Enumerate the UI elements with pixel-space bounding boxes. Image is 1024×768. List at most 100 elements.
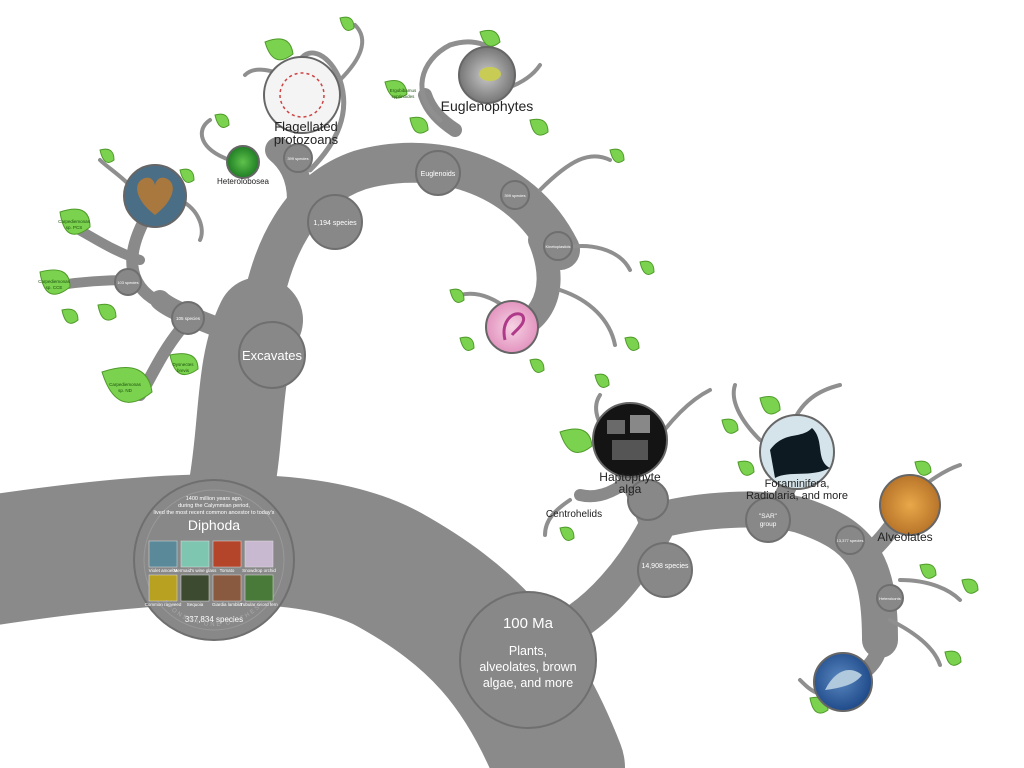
leaf xyxy=(384,80,408,99)
leaf xyxy=(61,308,79,324)
root-intro-3: lived the most recent common ancestor to… xyxy=(154,510,275,516)
leaf xyxy=(559,526,575,541)
leaf-label: sp. ND xyxy=(118,388,133,393)
heart-shape-icon xyxy=(137,177,173,215)
euglenophytes-label: Euglenophytes xyxy=(441,98,534,114)
root-thumbnail[interactable] xyxy=(212,540,242,568)
node-alveolate-count: 13,377 species xyxy=(837,538,864,543)
photo-heterolobosea xyxy=(226,145,260,179)
leaf-label: Carpediemonas xyxy=(109,382,142,387)
leaf xyxy=(97,303,117,321)
root-thumbnail-label: Violet amoeba xyxy=(149,568,178,573)
leaf-label: brevis xyxy=(177,368,190,373)
haptophyte-species-count: 14,908 species xyxy=(641,563,689,570)
root-species-count: 337,834 species xyxy=(185,615,243,624)
leaf xyxy=(99,148,115,163)
root-thumbnail-label: Giardia lamblia xyxy=(212,602,243,607)
leaf xyxy=(169,353,199,376)
foraminifera-line-1: Foraminifera, xyxy=(765,478,830,490)
leaf-label: Carpediemonas xyxy=(58,219,91,224)
trichomonas-shape xyxy=(502,312,526,341)
node-kinetoplastids: Kinetoplastids xyxy=(546,244,571,249)
root-thumbnail[interactable] xyxy=(148,574,178,602)
root-title: Diphoda xyxy=(188,517,240,533)
foraminifera-line-2: Radiolaria, and more xyxy=(746,490,848,502)
root-thumbnail[interactable] xyxy=(180,574,210,602)
leaf-label: sp. CCE xyxy=(46,285,63,290)
leaf-label: Ergobibamus xyxy=(390,88,417,93)
euglena-cell xyxy=(479,67,501,81)
root-thumbnail[interactable] xyxy=(244,574,274,602)
flagellated-line-1: Flagellated xyxy=(274,119,338,134)
flagellated-line-2: protozoans xyxy=(274,132,339,147)
leaf xyxy=(737,460,755,476)
photo-parabasalid xyxy=(485,300,539,354)
excavates-label: Excavates xyxy=(242,348,302,363)
leaf xyxy=(759,396,781,415)
leaf xyxy=(39,269,71,295)
excavates-species-count: 1,194 species xyxy=(313,220,357,227)
diagram-cycle xyxy=(279,72,325,118)
root-node: 1400 million years ago,during the Calymm… xyxy=(133,479,295,641)
leaf xyxy=(721,418,739,434)
time-node-desc-3: algae, and more xyxy=(483,676,573,690)
leaf xyxy=(179,168,195,183)
leaf xyxy=(264,38,294,61)
leaves xyxy=(39,16,979,714)
root-thumbnail-label: Sequoia xyxy=(187,602,204,607)
leaf xyxy=(944,650,962,666)
leaf xyxy=(919,563,937,579)
root-thumbnail[interactable] xyxy=(180,540,210,568)
leaf xyxy=(624,336,640,351)
leaf xyxy=(559,428,593,453)
leaf xyxy=(529,358,545,373)
svg-text:14,908 species: 14,908 species xyxy=(641,563,689,570)
root-thumbnail[interactable] xyxy=(148,540,178,568)
root-thumbnail[interactable] xyxy=(244,540,274,568)
node-left-outer-count: 103 species xyxy=(117,280,138,285)
photo-flagellated-diagram xyxy=(263,56,341,134)
leaf xyxy=(961,578,979,594)
root-thumbnail[interactable] xyxy=(212,574,242,602)
root-thumbnail-label: Common ragweed xyxy=(145,602,182,607)
centrohelids-label: Centrohelids xyxy=(546,509,602,520)
svg-text:1400 million years ago,during: 1400 million years ago,during the Calymm… xyxy=(154,496,275,516)
leaf xyxy=(529,118,549,136)
leaf xyxy=(409,116,429,134)
haptophyte-line-1: Haptophyte xyxy=(599,470,661,484)
photo-nodes xyxy=(123,46,941,712)
leaf xyxy=(101,367,153,403)
root-intro-1: 1400 million years ago, xyxy=(186,496,243,502)
sar-line-2: group xyxy=(760,521,777,528)
leaf xyxy=(594,373,610,388)
sar-line-1: "SAR" xyxy=(759,513,778,520)
root-thumbnail-label: Snowdrop orchid xyxy=(242,568,276,573)
leaf xyxy=(449,288,465,303)
leaf xyxy=(479,29,501,47)
photo-alveolates xyxy=(879,474,941,536)
time-node-desc-1: Plants, xyxy=(509,644,547,658)
leaf xyxy=(914,460,932,476)
leaf xyxy=(214,113,230,128)
svg-text:Foraminifera,Radiolaria, and m: Foraminifera,Radiolaria, and more xyxy=(746,478,848,502)
root-thumbnail-label: Tubular sword fern xyxy=(240,602,278,607)
leaf xyxy=(459,336,475,351)
leaf xyxy=(609,148,625,163)
time-node-desc-2: alveolates, brown xyxy=(479,660,576,674)
leaf xyxy=(59,208,91,235)
haptophyte-line-2: alga xyxy=(619,482,642,496)
heterolobosea-label: Heterolobosea xyxy=(217,177,270,186)
alveolates-label: Alveolates xyxy=(877,530,932,544)
euglenoids-label: Euglenoids xyxy=(421,171,456,178)
clade-nodes: Excavates 1,194 species Euglenoids 14,90… xyxy=(238,150,791,598)
